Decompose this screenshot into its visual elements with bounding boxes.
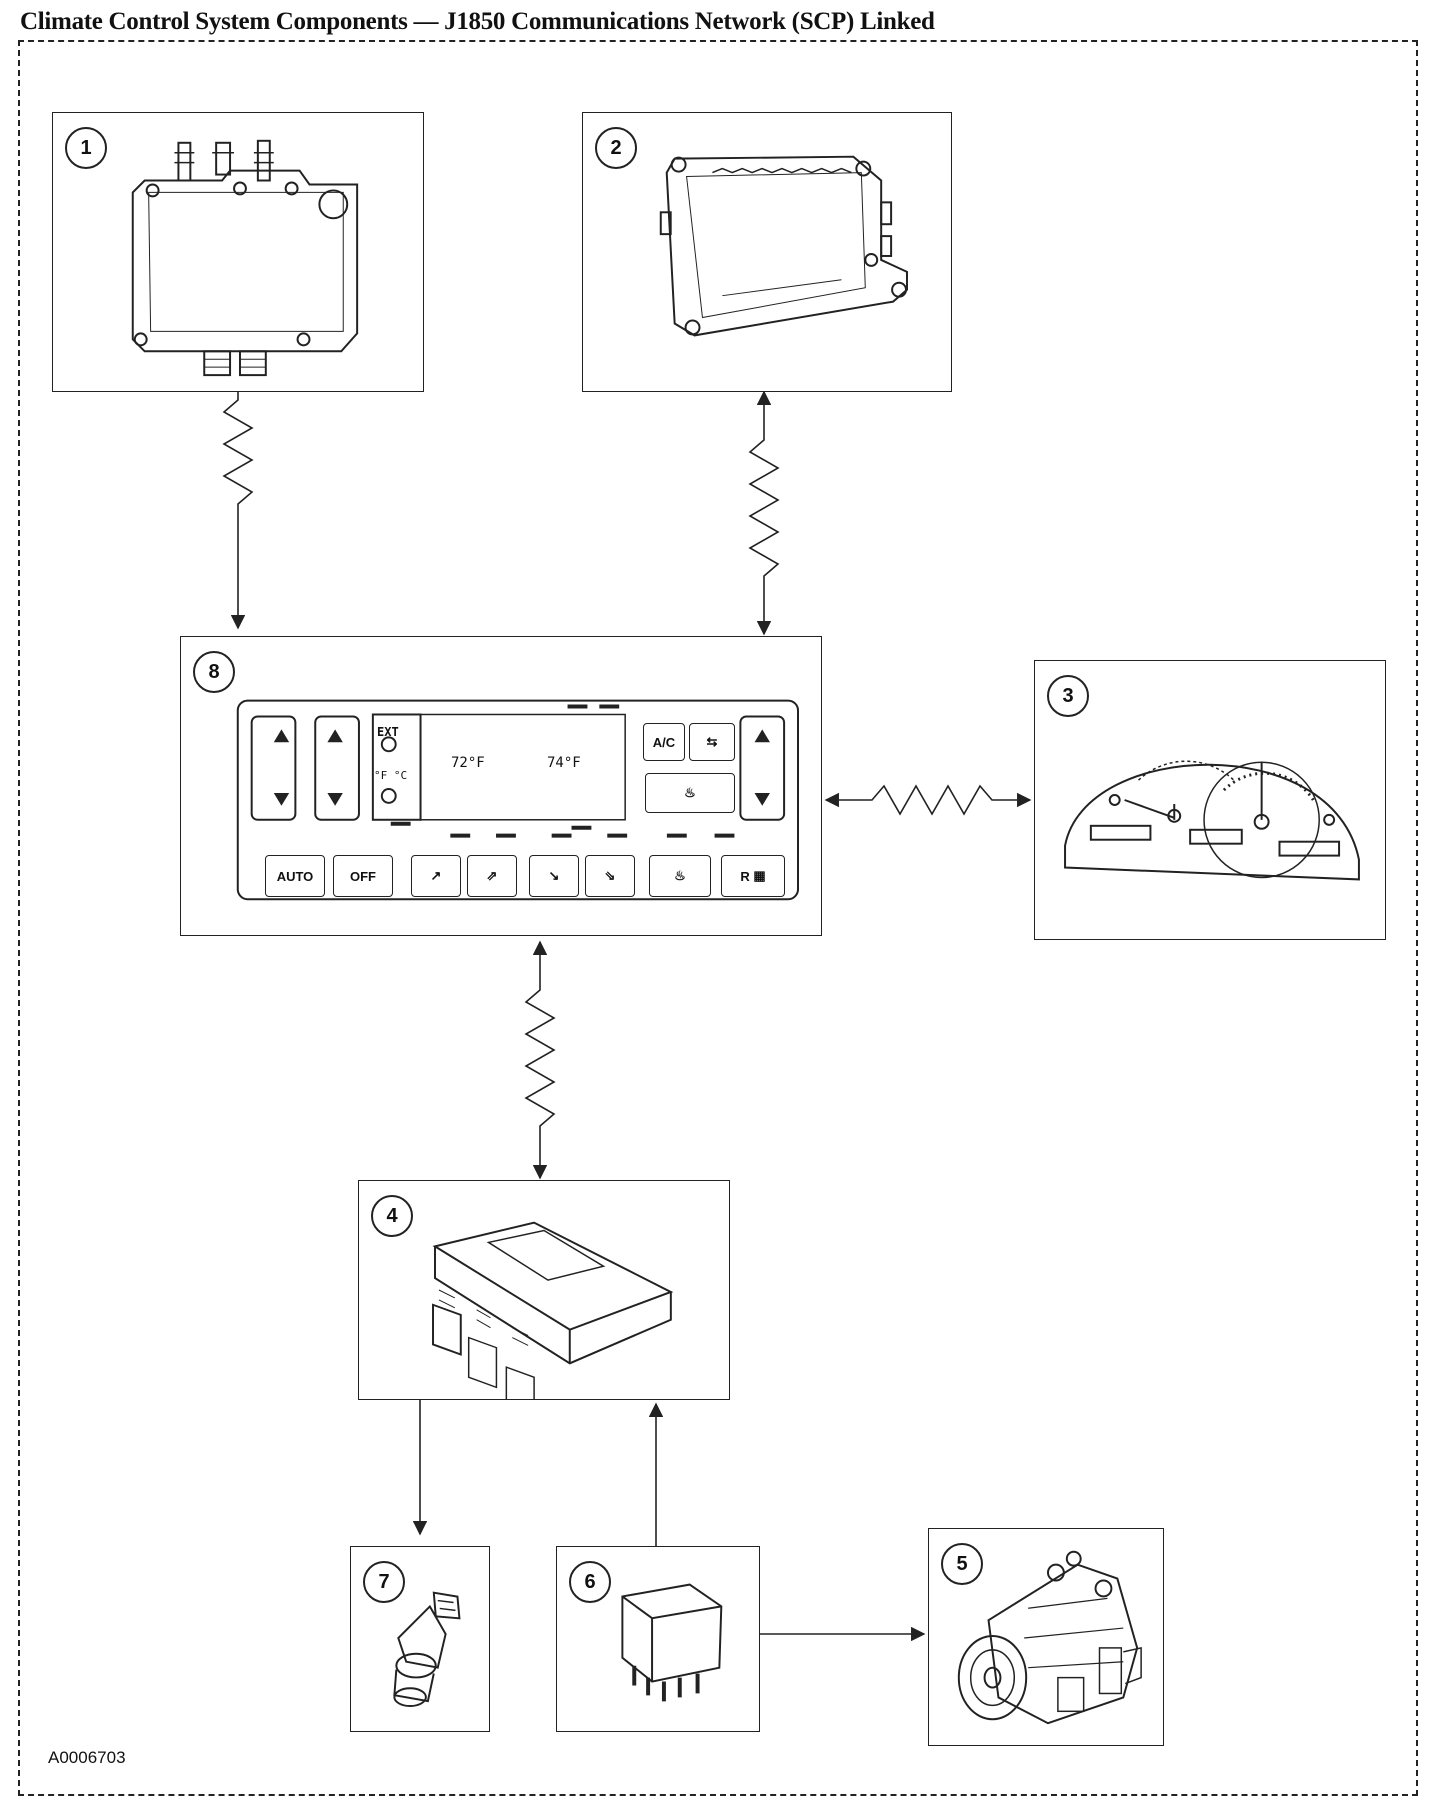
link-2-to-8	[748, 390, 780, 636]
airflow-floor-defrost-icon: ⇘	[604, 868, 616, 883]
component-number-7: 7	[363, 1561, 405, 1603]
link-8-to-3	[824, 784, 1032, 816]
relay-illustration	[621, 1583, 723, 1702]
airflow-panel-icon: ↗	[430, 868, 442, 883]
recirculation-icon: ⇆	[706, 734, 718, 749]
link-1-to-8	[222, 392, 254, 630]
component-number-4: 4	[371, 1195, 413, 1237]
component-3-box: 3	[1034, 660, 1386, 940]
link-8-to-4	[524, 940, 556, 1180]
component-5-box: 5	[928, 1528, 1164, 1746]
airflow-bilevel-icon: ⇗	[486, 868, 498, 883]
front-defrost-top-button[interactable]: ♨	[645, 773, 735, 813]
temp-display-left: 72°F	[451, 755, 485, 771]
mode-floor-defrost-button[interactable]: ⇘	[585, 855, 635, 897]
instrument-cluster-illustration	[1064, 760, 1360, 881]
component-4-box: 4	[358, 1180, 730, 1400]
defrost-icon: ♨	[684, 785, 696, 800]
off-button[interactable]: OFF	[333, 855, 393, 897]
rear-defrost-label: R	[740, 868, 750, 884]
component-7-box: 7	[350, 1546, 490, 1732]
units-label: °F °C	[374, 769, 408, 782]
component-6-box: 6	[556, 1546, 760, 1732]
diagram-frame	[18, 40, 1418, 1796]
mode-panel-button[interactable]: ↗	[411, 855, 461, 897]
pressure-switch-illustration	[393, 1591, 461, 1708]
figure-reference-id: A0006703	[48, 1748, 126, 1767]
module-2-illustration	[659, 155, 908, 337]
component-number-8: 8	[193, 651, 235, 693]
mode-bilevel-button[interactable]: ⇗	[467, 855, 517, 897]
module-4-illustration	[432, 1221, 674, 1399]
recirculation-button[interactable]: ⇆	[689, 723, 735, 761]
component-number-1: 1	[65, 127, 107, 169]
ac-button[interactable]: A/C	[643, 723, 685, 761]
component-number-5: 5	[941, 1543, 983, 1585]
rear-defrost-icon: ▦	[749, 868, 766, 883]
component-1-box: 1	[52, 112, 424, 392]
component-8-box: 8 EXT °F °C 72°F 74°F A/C ⇆ ♨ AUTO OFF ↗…	[180, 636, 822, 936]
mode-floor-button[interactable]: ↘	[529, 855, 579, 897]
component-number-2: 2	[595, 127, 637, 169]
component-number-3: 3	[1047, 675, 1089, 717]
auto-button[interactable]: AUTO	[265, 855, 325, 897]
component-number-6: 6	[569, 1561, 611, 1603]
diagram-title: Climate Control System Components — J185…	[20, 8, 935, 35]
compressor-illustration	[957, 1550, 1142, 1725]
front-defrost-button[interactable]: ♨	[649, 855, 711, 897]
ext-label: EXT	[377, 725, 399, 739]
airflow-floor-icon: ↘	[548, 868, 560, 883]
module-1-illustration	[131, 139, 359, 377]
windshield-defrost-icon: ♨	[674, 868, 686, 883]
control-panel-illustration	[236, 699, 799, 901]
temp-display-right: 74°F	[547, 755, 581, 771]
rear-defrost-button[interactable]: R ▦	[721, 855, 785, 897]
component-2-box: 2	[582, 112, 952, 392]
